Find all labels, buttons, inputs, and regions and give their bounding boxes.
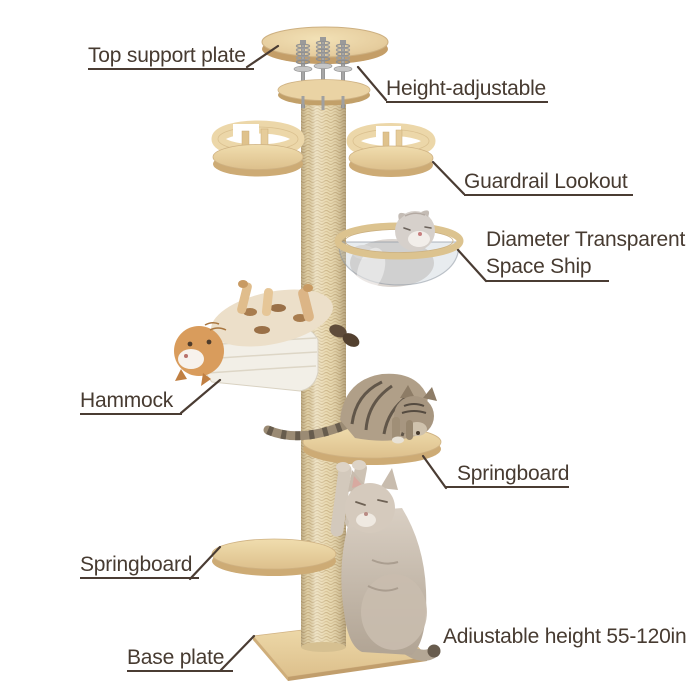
label-height-adjustable: Height-adjustable xyxy=(386,77,549,103)
space-capsule xyxy=(334,210,464,293)
label-guardrail-lookout: Guardrail Lookout xyxy=(464,170,633,196)
leader-lines xyxy=(179,44,488,672)
capsule-cat xyxy=(395,210,435,251)
label-space-ship-line2: Space Ship xyxy=(486,253,610,282)
label-space-ship: Diameter Transparent Space Ship xyxy=(486,226,685,282)
label-springboard-lower: Springboard xyxy=(80,553,200,579)
label-space-ship-line1: Diameter Transparent xyxy=(486,228,686,251)
springboard-cat xyxy=(263,373,437,444)
label-base-plate: Base plate xyxy=(127,646,234,672)
springboard-lower xyxy=(211,538,337,576)
label-hammock: Hammock xyxy=(80,389,183,415)
label-springboard-upper: Springboard xyxy=(446,462,569,488)
climbing-cat xyxy=(330,460,441,661)
hammock-cat xyxy=(174,280,360,386)
guardrail-lookout xyxy=(211,120,436,177)
label-adjustable-height: Adiustable height 55-120in xyxy=(443,625,687,648)
label-top-support-plate: Top support plate xyxy=(88,44,254,70)
post-collar-ring xyxy=(277,79,371,110)
